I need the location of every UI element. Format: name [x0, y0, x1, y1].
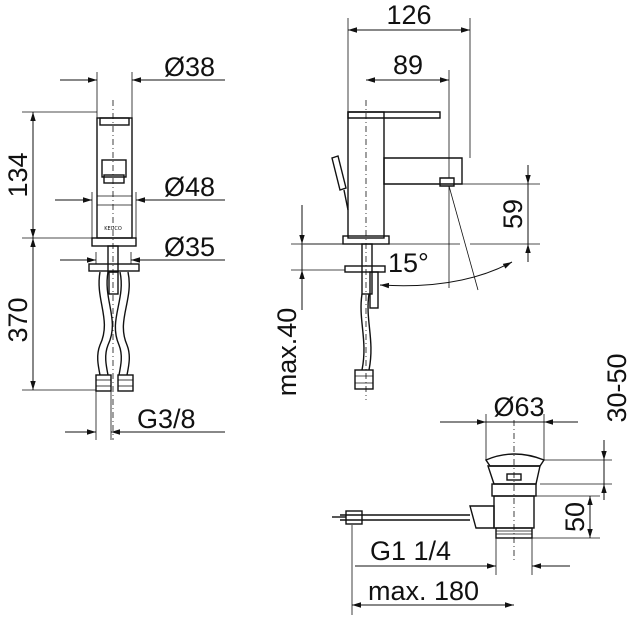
front-aerator-outlet	[103, 174, 125, 184]
dim-projection-spout: 89	[393, 50, 423, 80]
front-hose-nut-right	[117, 374, 134, 392]
front-hose-right	[122, 271, 130, 376]
front-stud-lower	[108, 271, 119, 295]
waste-side-connector	[469, 505, 495, 529]
side-view: 126 89 59 15° max.40	[272, 0, 540, 400]
dim-connection: G3/8	[137, 404, 196, 434]
dim-spout-dia: Ø38	[164, 52, 215, 82]
dim-plug-range: 30-50	[602, 353, 632, 422]
side-hose-nut	[354, 369, 374, 390]
side-spout	[383, 157, 463, 185]
front-view: KEUCO Ø38 134 Ø48	[3, 52, 225, 440]
dim-outlet-height: 59	[498, 199, 528, 229]
waste-plug-cap	[484, 453, 546, 467]
side-fixing-plate	[344, 265, 386, 273]
front-fixing-plate	[88, 263, 140, 272]
dim-base-dia: Ø35	[164, 232, 215, 262]
front-hose-nut-left	[95, 374, 112, 392]
dim-body-height: 50	[560, 502, 590, 532]
dim-max-length: max. 180	[368, 576, 479, 606]
waste-view: Ø63 30-50 50 G1 1/4 max. 180	[332, 353, 632, 615]
dim-thread: G1 1/4	[370, 536, 451, 566]
dim-hose-length: 370	[3, 297, 33, 342]
side-threaded-stud	[361, 243, 373, 295]
waste-overflow-slot	[506, 473, 522, 481]
dim-body-dia: Ø48	[164, 172, 215, 202]
dim-projection-total: 126	[386, 0, 431, 30]
dim-max-thickness: max.40	[272, 308, 302, 397]
waste-thread	[495, 527, 533, 539]
side-aerator	[439, 177, 455, 187]
brand-mark: KEUCO	[104, 226, 122, 232]
dim-angle: 15°	[388, 248, 429, 278]
front-base-flange	[91, 237, 137, 247]
front-aerator	[101, 159, 127, 178]
front-lever-top	[99, 117, 130, 126]
dim-height: 134	[3, 152, 33, 197]
dim-plug-dia: Ø63	[493, 392, 544, 422]
front-hose-left	[97, 271, 106, 376]
side-popup-knob	[331, 155, 347, 191]
side-popup-rod-lower	[369, 271, 379, 309]
side-lever	[347, 111, 441, 119]
front-mixer-body	[96, 117, 133, 239]
waste-rod-clip	[345, 510, 363, 525]
side-hose	[360, 293, 365, 371]
